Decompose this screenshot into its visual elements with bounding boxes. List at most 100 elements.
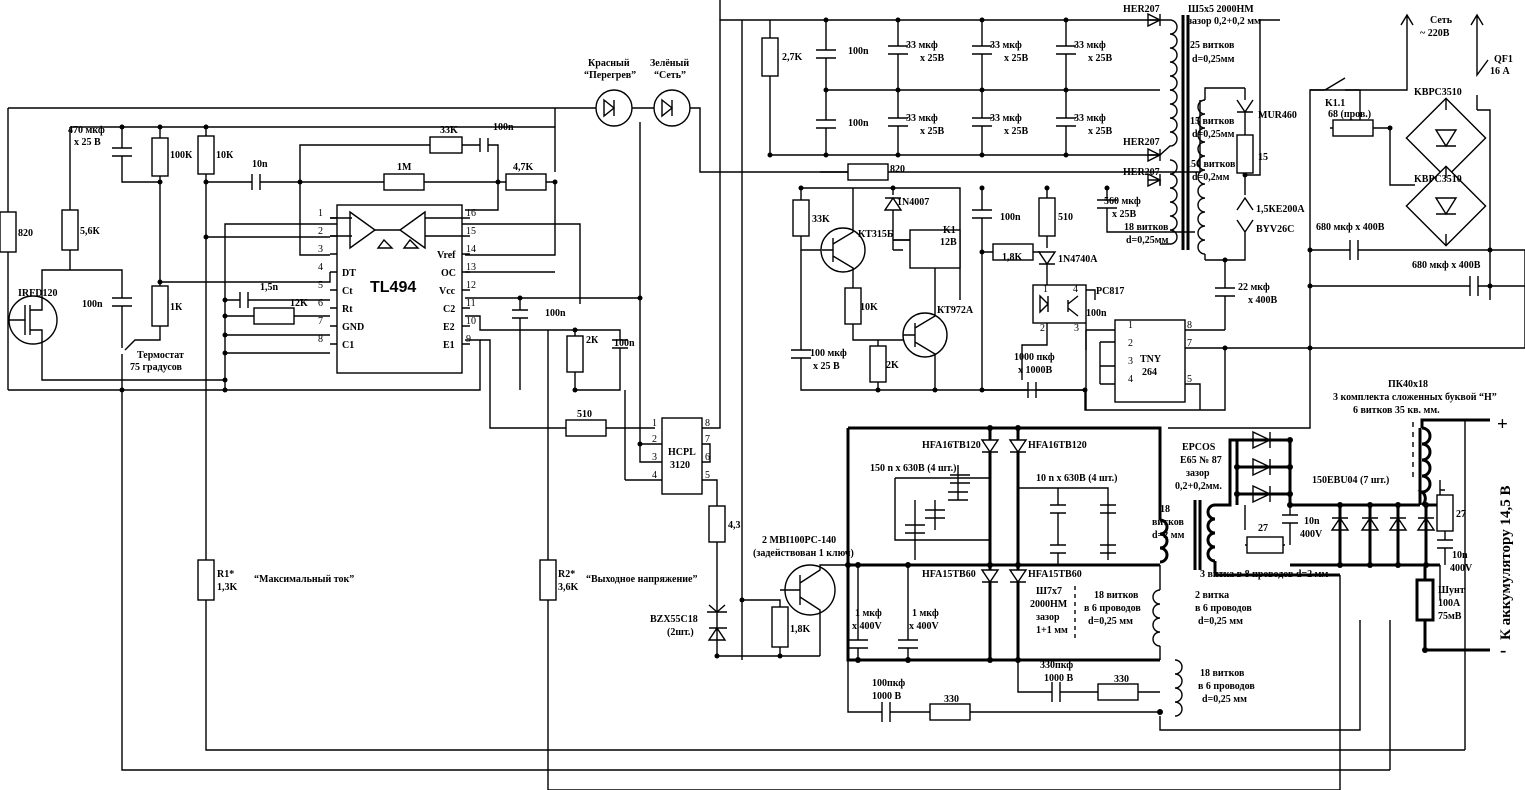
label-r820-left: 820: [18, 228, 33, 239]
label-hfa4: HFA15TB60: [1028, 569, 1082, 580]
label-r1desc: “Максимальный ток”: [254, 574, 354, 585]
label-c33-3a: 33 мкф: [1074, 40, 1106, 51]
label-r18k-b: 1,8K: [790, 624, 811, 635]
label-k1a: K1: [943, 225, 956, 236]
label-epcos2: E65 № 87: [1180, 455, 1222, 466]
label-r18k: 1,8K: [1002, 252, 1023, 263]
label-shunt2: 100А: [1438, 598, 1461, 609]
label-net1: Сеть: [1430, 15, 1453, 26]
label-pk1: ПК40х18: [1388, 379, 1428, 390]
resistor-2k-b: [869, 345, 887, 383]
hcpl-pin4: 4: [652, 470, 657, 481]
label-r1b: 1,3K: [217, 582, 238, 593]
label-c33-6a: 33 мкф: [1074, 113, 1106, 124]
label-w15a: 15 витков: [1190, 116, 1235, 127]
tny-pin5: 5: [1187, 374, 1192, 385]
label-c10n630: 10 n х 630В (4 шт.): [1036, 473, 1118, 484]
label-r56k: 5,6К: [80, 226, 101, 237]
tl494-pin6: 6: [318, 298, 323, 309]
label-c33-5b: х 25В: [1004, 126, 1029, 137]
tl494-name: TL494: [370, 279, 416, 296]
pc817-optocoupler: [1032, 284, 1087, 324]
tl494-pin13: 13: [466, 262, 476, 273]
resistor-10k-b: [844, 287, 862, 325]
label-w2b: в 6 проводов: [1195, 603, 1252, 614]
label-c1000a: 1000 пкф: [1014, 352, 1055, 363]
label-epcos1: EPCOS: [1182, 442, 1216, 453]
label-pc817: PC817: [1096, 286, 1124, 297]
label-c100pf2: 1000 В: [872, 691, 902, 702]
label-k11: K1.1: [1325, 98, 1345, 109]
resistor-510-opt: [565, 419, 607, 437]
label-k1b: 12В: [940, 237, 957, 248]
resistor-820-mid: [847, 163, 889, 181]
junction-dots: [119, 17, 1493, 715]
label-w3: 3 витка в 8 проводов d=2 мм: [1200, 569, 1328, 580]
label-irfd: IRFD120: [18, 288, 57, 299]
label-c150: 150 n х 630В (4 шт.): [870, 463, 957, 474]
label-d4007: 1N4007: [897, 197, 929, 208]
label-pk3: 6 витков 35 кв. мм.: [1353, 405, 1440, 416]
tl494-pin16: 16: [466, 208, 476, 219]
label-w150b: d=0,2мм: [1192, 172, 1230, 183]
resistor-510-b: [1038, 197, 1056, 237]
label-c1mkf2a: 1 мкф: [912, 608, 939, 619]
resistor-r1: [197, 559, 215, 601]
resistor-100k: [151, 137, 169, 177]
label-w18-6c: d=0,25 мм: [1088, 616, 1133, 627]
pc817-pin4: 4: [1073, 284, 1078, 295]
label-r100k: 100К: [170, 150, 193, 161]
hcpl-pin1: 1: [652, 418, 657, 429]
label-c33-1a: 33 мкф: [906, 40, 938, 51]
tl494-chip: [336, 204, 463, 374]
label-c10n400a1: 10n: [1304, 516, 1320, 527]
label-w18ba: 18 витков: [1200, 668, 1245, 679]
label-c100n-a: 100n: [848, 46, 869, 57]
tl494-pin3: 3: [318, 244, 323, 255]
tl494-lbl-vref: Vref: [437, 250, 456, 261]
tl494-pin2: 2: [318, 226, 323, 237]
resistor-330-b: [929, 703, 971, 721]
resistor-2k7: [761, 37, 779, 77]
tny264-chip: [1114, 319, 1186, 403]
label-her2: HER207: [1123, 137, 1160, 148]
label-tr1b: зазор 0,2+0,2 мм: [1188, 16, 1261, 27]
tny-pin8: 8: [1187, 320, 1192, 331]
label-led-r2: “Перегрев”: [584, 70, 636, 81]
label-r10k-b: 10K: [860, 302, 878, 313]
label-c33-4b: х 25В: [920, 126, 945, 137]
label-r27b: 27: [1456, 509, 1466, 520]
label-c560b: х 25В: [1112, 209, 1137, 220]
tl494-pin12: 12: [466, 280, 476, 291]
battery-minus: -: [1500, 640, 1506, 661]
tl494-lbl-e1: E1: [443, 340, 455, 351]
tny-pin7: 7: [1187, 338, 1192, 349]
resistor-27-b: [1436, 494, 1454, 532]
label-d4740: 1N4740A: [1058, 254, 1098, 265]
tny-l1: TNY: [1140, 354, 1162, 365]
label-c10n: 10n: [252, 159, 268, 170]
label-r10k: 10К: [216, 150, 234, 161]
label-w18c2: витков: [1152, 517, 1184, 528]
hcpl-pin6: 6: [705, 452, 710, 463]
label-led-g1: Зелёный: [650, 58, 689, 69]
label-c33-2a: 33 мкф: [990, 40, 1022, 51]
battery-plus: +: [1497, 414, 1508, 435]
resistor-4r3: [708, 505, 726, 543]
label-r27k: 2,7K: [782, 52, 803, 63]
resistor-1k: [151, 285, 169, 327]
label-w2c: d=0,25 мм: [1198, 616, 1243, 627]
tl494-pin15: 15: [466, 226, 476, 237]
component-labels: IRFD120 470 мкф х 25 В 100К 10К 10n 33K …: [18, 4, 1513, 705]
label-ke200: 1,5КЕ200А: [1256, 204, 1305, 215]
resistor-820-left: [0, 211, 17, 253]
tny-pin1: 1: [1128, 320, 1133, 331]
label-r2desc: “Выходное напряжение”: [586, 574, 697, 585]
shunt-100a: [1415, 578, 1435, 622]
tl494-lbl-e2: E2: [443, 322, 455, 333]
label-c100n-b: 100n: [848, 118, 869, 129]
label-r27a: 27: [1258, 523, 1268, 534]
label-c1000b: х 1000В: [1018, 365, 1053, 376]
tny-pin3: 3: [1128, 356, 1133, 367]
label-byv: BYV26C: [1256, 224, 1294, 235]
